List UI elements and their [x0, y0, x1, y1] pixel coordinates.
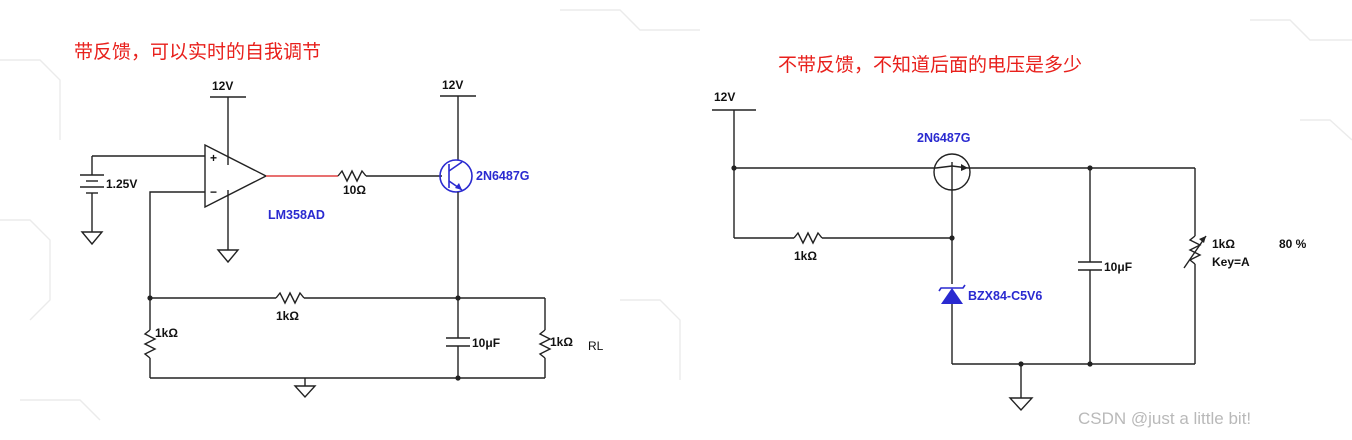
- base-resistor-label: 10Ω: [343, 183, 366, 197]
- transistor-label: 2N6487G: [476, 169, 530, 183]
- battery-ground-icon: [80, 231, 104, 246]
- background-pattern: [0, 9, 1352, 421]
- potentiometer-icon: [1188, 235, 1202, 265]
- bias-resistor-icon: [793, 231, 823, 245]
- left-heading: 带反馈，可以实时的自我调节: [74, 41, 321, 63]
- opamp-ground-icon: [216, 249, 240, 264]
- junction-ground: [455, 375, 461, 381]
- reference-voltage-label: 1.25V: [106, 177, 137, 191]
- right-transistor-label: 2N6487G: [917, 131, 971, 145]
- pot-percent-label: 80 %: [1279, 237, 1307, 251]
- load-name-label: RL: [588, 339, 604, 353]
- junction-cap-bottom: [1087, 361, 1093, 367]
- load-resistor-icon: [538, 329, 552, 359]
- right-capacitor-label: 10μF: [1104, 260, 1132, 274]
- right-supply-label: 12V: [714, 90, 735, 104]
- pot-key-label: Key=A: [1212, 255, 1250, 269]
- zener-cathode-bar: [938, 284, 966, 292]
- transistor-collector-leg: [448, 161, 463, 172]
- pot-arrow-head-icon: [1199, 236, 1206, 243]
- minus-input-wire: [149, 191, 205, 298]
- bottom-resistor-icon: [143, 329, 157, 359]
- transistor-emitter-arrow-icon: [455, 183, 462, 190]
- right-heading: 不带反馈，不知道后面的电压是多少: [778, 54, 1082, 76]
- opamp-plus-sign: +: [210, 151, 217, 165]
- bottom-resistor-label: 1kΩ: [155, 326, 178, 340]
- watermark: CSDN @just a little bit!: [1078, 409, 1251, 428]
- bias-resistor-label: 1kΩ: [794, 249, 817, 263]
- pot-value-label: 1kΩ: [1212, 237, 1235, 251]
- opamp-triangle-icon: [204, 143, 268, 209]
- right-ground-icon: [1008, 397, 1034, 412]
- transistor-supply-label: 12V: [442, 78, 463, 92]
- base-resistor-icon: [337, 169, 367, 183]
- feedback-resistor-label: 1kΩ: [276, 309, 299, 323]
- zener-label: BZX84-C5V6: [968, 289, 1042, 303]
- right-transistor-collector-leg: [935, 165, 953, 169]
- feedback-resistor-icon: [275, 291, 305, 305]
- opamp-supply-label: 12V: [212, 79, 233, 93]
- opamp-minus-sign: −: [210, 185, 217, 199]
- load-resistor-label: 1kΩ: [550, 335, 573, 349]
- zener-diode-icon: [941, 288, 963, 304]
- transistor-icon: [439, 159, 473, 193]
- opamp-label: LM358AD: [268, 208, 325, 222]
- capacitor-label: 10μF: [472, 336, 500, 350]
- right-transistor-arrow-icon: [961, 164, 968, 171]
- left-ground-icon: [293, 385, 317, 399]
